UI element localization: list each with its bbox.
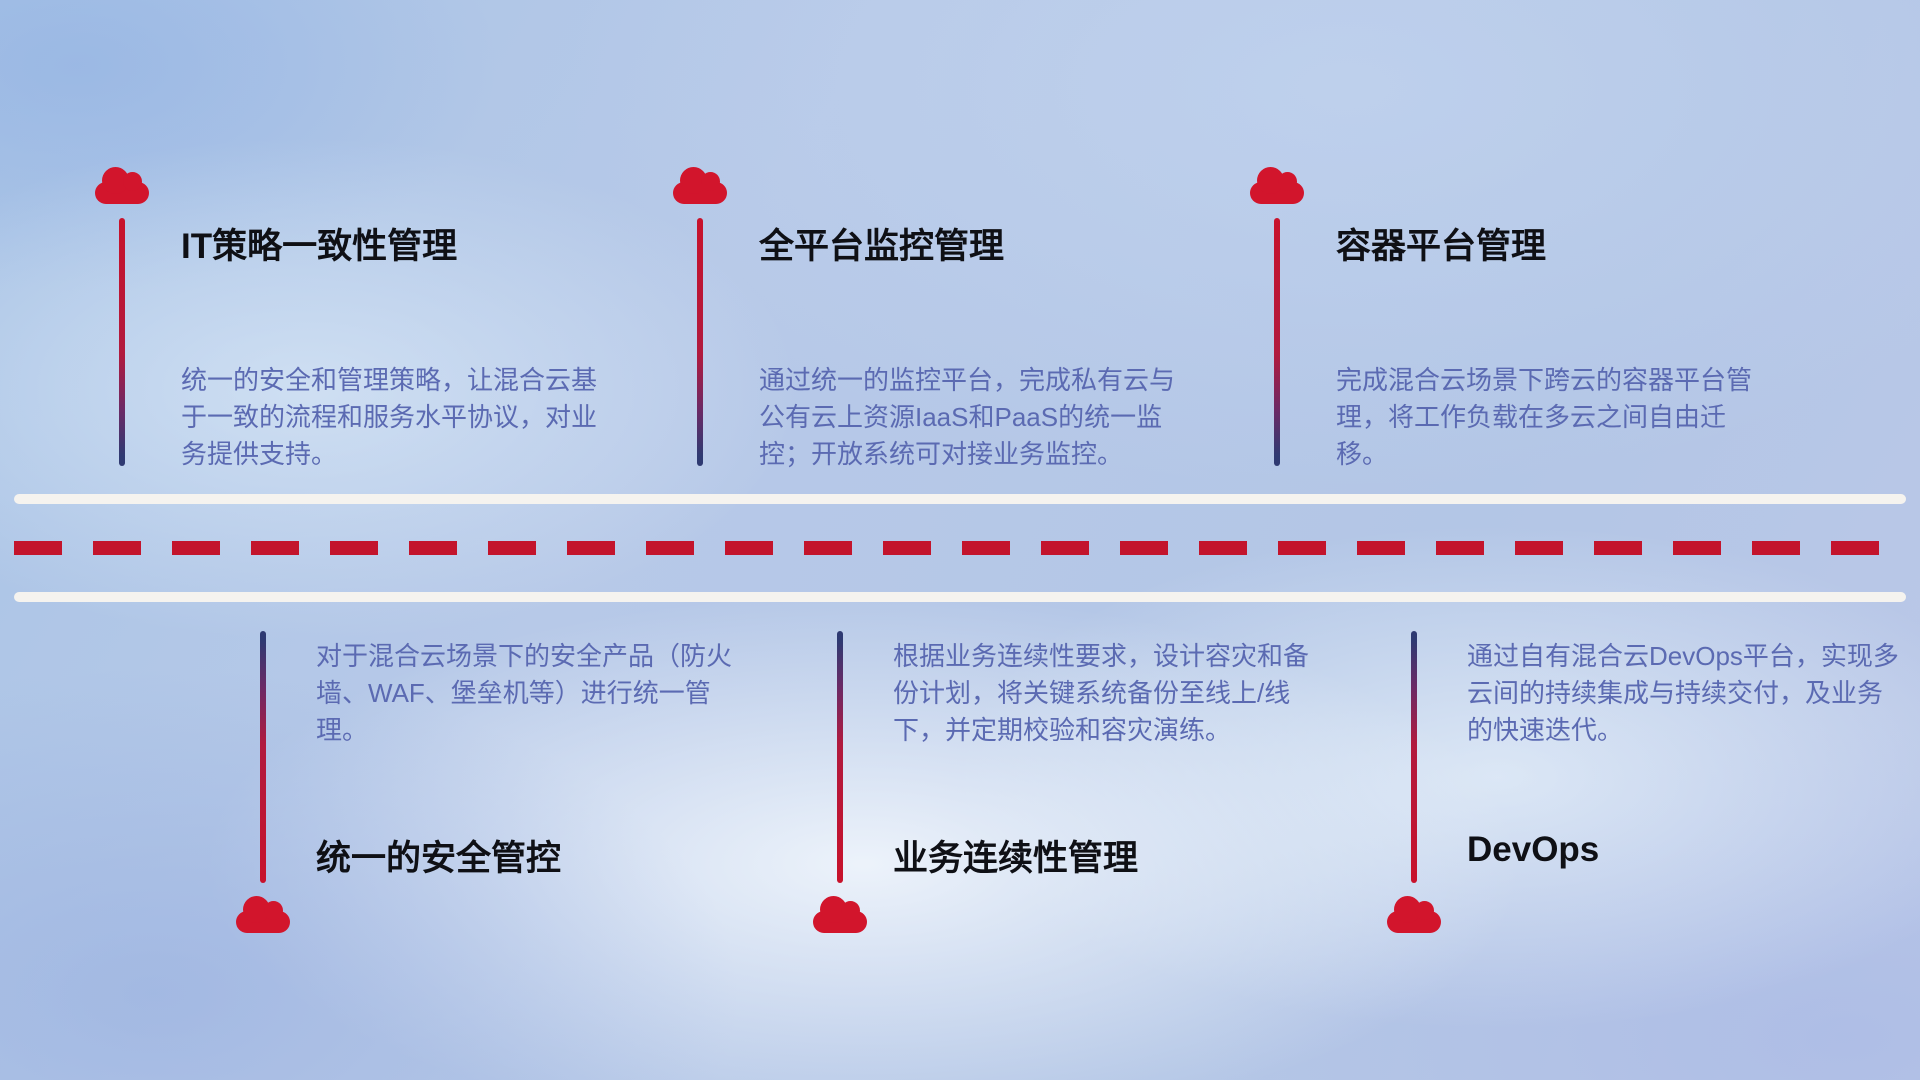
feature-description: 统一的安全和管理策略，让混合云基于一致的流程和服务水平协议，对业务提供支持。 xyxy=(181,365,598,469)
feature-description: 对于混合云场景下的安全产品（防火墙、WAF、堡垒机等）进行统一管理。 xyxy=(316,641,733,745)
road-dashed-line xyxy=(14,541,1906,555)
feature-title: 全平台监控管理 xyxy=(759,227,1005,266)
connector-line xyxy=(260,631,266,883)
feature-container-platform: 容器平台管理 完成混合云场景下跨云的容器平台管理，将工作负载在多云之间自由迁移。 xyxy=(1250,167,1810,488)
feature-description: 通过自有混合云DevOps平台，实现多云间的持续集成与持续交付，及业务的快速迭代… xyxy=(1467,641,1899,745)
cloud-icon xyxy=(236,896,290,933)
feature-devops: 通过自有混合云DevOps平台，实现多云间的持续集成与持续交付，及业务的快速迭代… xyxy=(1387,631,1920,951)
cloud-icon xyxy=(813,896,867,933)
cloud-icon xyxy=(95,167,149,204)
feature-platform-monitoring: 全平台监控管理 通过统一的监控平台，完成私有云与公有云上资源IaaS和PaaS的… xyxy=(673,167,1233,488)
cloud-icon xyxy=(1387,896,1441,933)
connector-line xyxy=(119,218,125,466)
feature-title: IT策略一致性管理 xyxy=(181,227,458,266)
feature-description: 完成混合云场景下跨云的容器平台管理，将工作负载在多云之间自由迁移。 xyxy=(1336,365,1753,469)
feature-title: DevOps xyxy=(1467,830,1600,869)
connector-line xyxy=(1274,218,1280,466)
connector-line xyxy=(1411,631,1417,883)
road-edge-top xyxy=(14,494,1906,504)
feature-it-policy: IT策略一致性管理 统一的安全和管理策略，让混合云基于一致的流程和服务水平协议，… xyxy=(95,167,655,488)
feature-title: 业务连续性管理 xyxy=(893,839,1139,878)
feature-title: 容器平台管理 xyxy=(1336,227,1547,266)
connector-line xyxy=(837,631,843,883)
road-edge-bottom xyxy=(14,592,1906,602)
connector-line xyxy=(697,218,703,466)
cloud-icon xyxy=(673,167,727,204)
feature-description: 根据业务连续性要求，设计容灾和备份计划，将关键系统备份至线上/线下，并定期校验和… xyxy=(893,641,1310,745)
feature-security-control: 对于混合云场景下的安全产品（防火墙、WAF、堡垒机等）进行统一管理。 统一的安全… xyxy=(236,631,796,951)
feature-title: 统一的安全管控 xyxy=(316,839,562,878)
feature-business-continuity: 根据业务连续性要求，设计容灾和备份计划，将关键系统备份至线上/线下，并定期校验和… xyxy=(813,631,1373,951)
feature-description: 通过统一的监控平台，完成私有云与公有云上资源IaaS和PaaS的统一监控；开放系… xyxy=(759,365,1176,469)
cloud-icon xyxy=(1250,167,1304,204)
